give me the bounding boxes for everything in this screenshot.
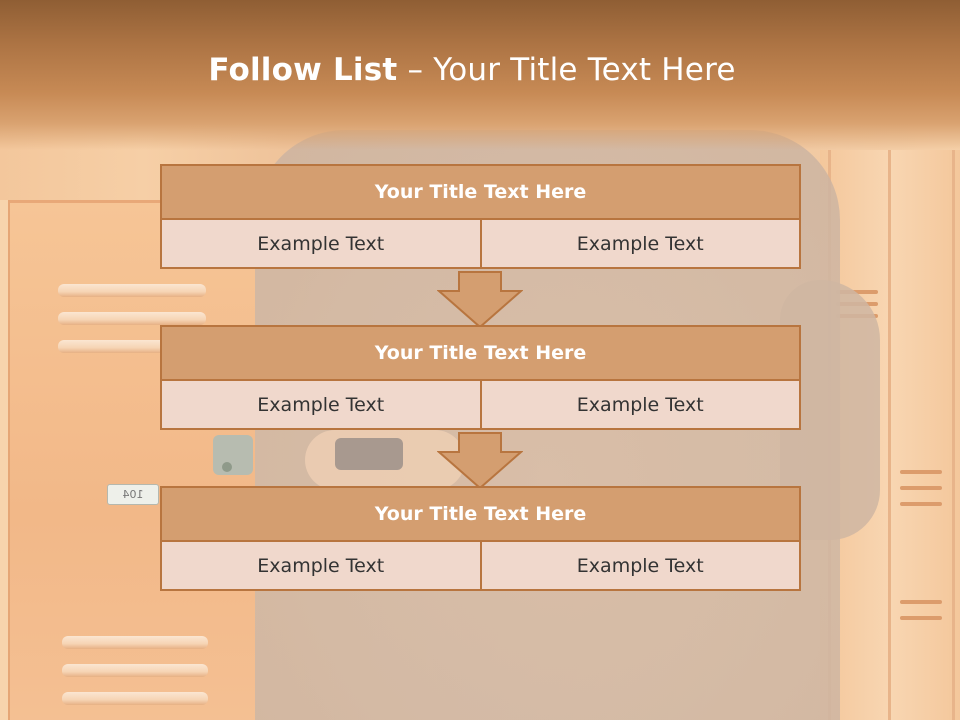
block-cell-right: Example Text [481,542,801,591]
block-title: Your Title Text Here [160,486,801,542]
locker-vent [62,636,208,649]
phone [335,438,403,470]
slide-title-rest: – Your Title Text Here [397,52,736,88]
block-cell-left: Example Text [160,542,482,591]
follow-list-block-1: Your Title Text Here Example Text Exampl… [160,164,801,269]
block-row: Example Text Example Text [160,381,801,430]
block-cell-left: Example Text [160,220,482,269]
locker-vent [900,616,942,620]
locker-lock-keyhole [222,462,232,472]
locker-divider [952,150,955,720]
block-title: Your Title Text Here [160,164,801,220]
locker-vent [58,312,206,325]
down-arrow-icon [437,432,523,490]
locker-vent [62,664,208,677]
locker-vent [900,486,942,490]
locker-vent [58,284,206,297]
block-cell-right: Example Text [481,381,801,430]
block-row: Example Text Example Text [160,542,801,591]
block-title: Your Title Text Here [160,325,801,381]
block-cell-right: Example Text [481,220,801,269]
slide-title-bold: Follow List [208,52,398,88]
locker-vent [900,502,942,506]
follow-list-block-3: Your Title Text Here Example Text Exampl… [160,486,801,591]
locker-lock-plate [213,435,253,475]
slide-title: Follow List – Your Title Text Here [0,52,944,88]
locker-vent [900,470,942,474]
header-band [0,0,960,150]
locker-number-tag: 104 [107,484,159,505]
down-arrow-icon [437,271,523,329]
locker-left-edge [0,200,10,720]
block-row: Example Text Example Text [160,220,801,269]
locker-vent [900,600,942,604]
locker-vent [62,692,208,705]
block-cell-left: Example Text [160,381,482,430]
follow-list-block-2: Your Title Text Here Example Text Exampl… [160,325,801,430]
locker-divider [888,150,891,720]
